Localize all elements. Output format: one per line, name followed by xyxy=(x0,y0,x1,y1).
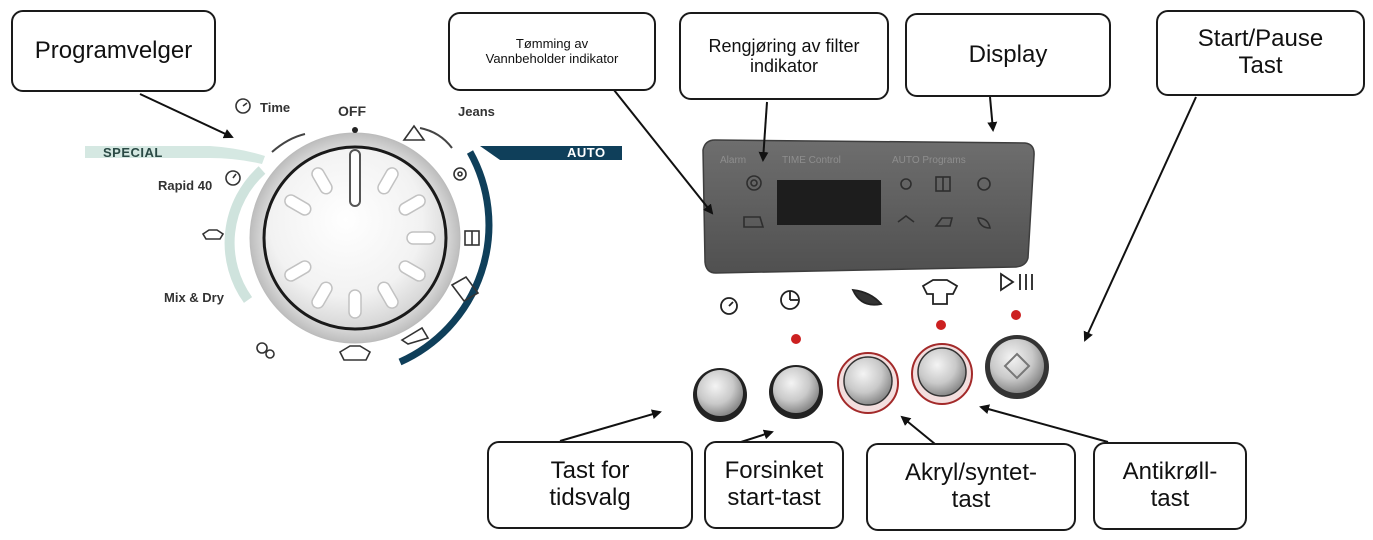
callout-arrows xyxy=(139,89,1197,445)
callout-antikroll: Antikrøll- tast xyxy=(1093,442,1247,530)
hanger-icon xyxy=(450,275,480,303)
arrow-programvelger xyxy=(139,93,234,139)
dial-mix-dry-label: Mix & Dry xyxy=(164,290,224,305)
cupboard-icon xyxy=(464,230,480,246)
knob-ridge xyxy=(348,289,362,319)
callout-programvelger: Programvelger xyxy=(11,10,216,92)
dial-time-label: Time xyxy=(260,100,291,115)
display-label-time: TIME Control xyxy=(782,155,841,166)
led-start xyxy=(1011,310,1021,320)
play-pause-icon xyxy=(1000,272,1033,292)
indicator-leds xyxy=(791,310,1021,344)
callout-akryl: Akryl/syntet- tast xyxy=(866,443,1076,531)
knob-ridge xyxy=(398,194,426,216)
arrow-antikroll xyxy=(979,404,1109,443)
knob-ridge xyxy=(284,194,312,216)
timer-icon xyxy=(780,290,800,310)
callout-display: Display xyxy=(905,13,1111,97)
iron-icon xyxy=(400,326,430,345)
flower-icon xyxy=(977,177,991,191)
callout-tomming: Tømming av Vannbeholder indikator xyxy=(448,12,656,91)
hanger-small-icon xyxy=(897,215,915,223)
callout-forsinket: Forsinket start-tast xyxy=(704,441,844,529)
delay-start-button xyxy=(769,365,823,419)
auto-label: AUTO xyxy=(567,145,606,160)
display-panel xyxy=(702,139,1035,274)
buttons[interactable] xyxy=(693,335,1049,422)
clock-button-icon xyxy=(720,297,738,315)
shirt-steam-icon xyxy=(338,345,372,361)
shirt-icon-button xyxy=(921,279,959,305)
dial-position-marks xyxy=(271,127,453,153)
clock-icon xyxy=(235,98,251,114)
led-antikroll xyxy=(936,320,946,330)
callout-start-pause: Start/Pause Tast xyxy=(1156,10,1365,96)
sun-icon xyxy=(900,178,912,190)
auto-cotton-icon xyxy=(402,124,426,141)
callout-rengjoring: Rengjøring av filter indikator xyxy=(679,12,889,100)
wool-icon xyxy=(256,342,275,359)
leaf-small-icon xyxy=(977,217,991,229)
filter-cleaning-icon xyxy=(746,175,762,191)
arrow-start-pause xyxy=(1083,96,1197,342)
antikroll-button xyxy=(911,343,973,405)
knob-ridge xyxy=(311,281,333,309)
arrow-akryl xyxy=(900,415,936,445)
acrylic-synthetic-button xyxy=(837,352,899,414)
cupboard-small-icon xyxy=(935,176,951,192)
knob-ridge xyxy=(311,167,333,195)
water-container-icon xyxy=(743,216,765,228)
led-delay xyxy=(791,334,801,344)
gear-icon xyxy=(453,167,467,181)
display-label-auto: AUTO Programs xyxy=(892,155,966,166)
callout-tast-tidsvalg: Tast for tidsvalg xyxy=(487,441,693,529)
arrow-rengjoring xyxy=(758,101,769,162)
program-dial[interactable] xyxy=(249,127,461,344)
feather-icon xyxy=(851,288,883,306)
dial-jeans-label: Jeans xyxy=(458,104,495,119)
knob-ridge xyxy=(398,260,426,282)
rapid-clock-icon xyxy=(225,170,241,186)
knob-ridge xyxy=(377,281,399,309)
auto-band xyxy=(398,146,622,366)
shirt-icon xyxy=(201,229,225,240)
dial-program-icons xyxy=(201,98,480,361)
start-pause-button xyxy=(985,335,1049,399)
dial-rapid-label: Rapid 40 xyxy=(158,178,213,193)
lcd-screen xyxy=(777,180,881,225)
dial-off-label: OFF xyxy=(338,103,366,119)
knob-ridge xyxy=(377,167,399,195)
special-label: SPECIAL xyxy=(103,145,163,160)
arrow-display xyxy=(987,96,998,132)
display-label-alarm: Alarm xyxy=(720,155,747,166)
arrow-tomming xyxy=(613,89,714,215)
knob-ridge xyxy=(284,260,312,282)
iron-small-icon xyxy=(934,217,954,227)
button-icons xyxy=(720,272,1033,315)
knob-ridge xyxy=(406,231,436,245)
arrow-forsinket xyxy=(740,429,774,443)
special-band xyxy=(85,146,266,303)
arrow-tast-tidsvalg xyxy=(559,409,662,442)
time-select-button xyxy=(693,368,747,422)
